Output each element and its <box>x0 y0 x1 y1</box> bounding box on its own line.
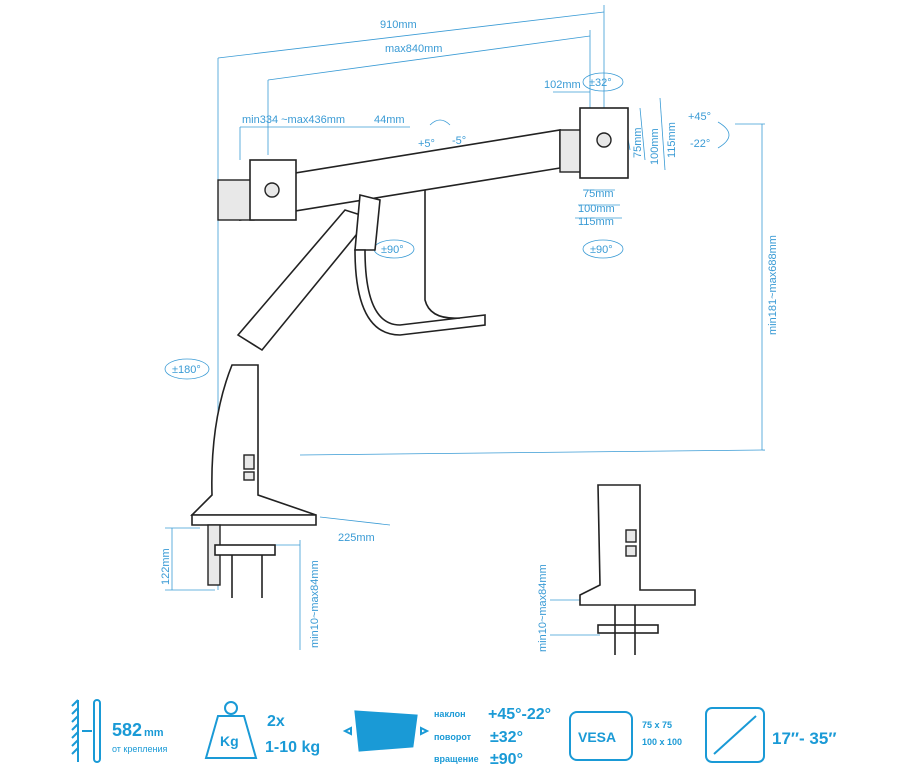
dim-rotate-right: ±90° <box>590 244 613 256</box>
monitor-arm <box>190 107 696 655</box>
distance-value: 582 <box>112 720 142 740</box>
rotate-value: ±90° <box>490 751 523 768</box>
dim-vesa-v-115: 115mm <box>666 122 678 158</box>
dim-plate-offset: 102mm <box>544 79 581 91</box>
dim-vesa-v-75: 75mm <box>632 127 644 158</box>
screen-size: 17″- 35″ <box>772 729 837 748</box>
tilt-label: наклон <box>434 709 466 719</box>
weight-icon-label: Kg <box>220 733 239 749</box>
dim-vesa-v-100: 100mm <box>649 128 661 165</box>
spec-adjust: наклон +45°-22° поворот ±32° вращение ±9… <box>342 706 551 768</box>
dim-base-depth: 225mm <box>338 532 375 544</box>
wall-distance-icon <box>71 699 101 763</box>
dim-tilt-down: -22° <box>690 138 710 150</box>
spec-weight: Kg 2x 1-10 kg <box>204 701 320 759</box>
distance-caption: от крепления <box>112 744 168 754</box>
dim-max-reach: max840mm <box>385 43 442 55</box>
dim-tilt-minus: -5° <box>452 135 466 147</box>
dim-clamp-height: 122mm <box>160 548 172 585</box>
weight-range: 1-10 kg <box>265 739 320 756</box>
vesa-size-1: 75 x 75 <box>642 720 672 730</box>
dim-swivel: ±32° <box>589 77 612 89</box>
dim-desk-thickness: min10~max84mm <box>309 560 321 648</box>
dim-gap: 44mm <box>374 114 405 126</box>
weight-count: 2x <box>267 713 285 730</box>
screen-diagonal-icon <box>705 707 765 763</box>
dim-vesa-h-115: 115mm <box>578 216 614 228</box>
tilt-value: +45°-22° <box>488 706 551 723</box>
rotation-markers <box>164 72 730 380</box>
dim-tilt-up: +45° <box>688 111 711 123</box>
dim-tilt-plus: +5° <box>418 138 435 150</box>
dim-rotate-left: ±90° <box>381 244 404 256</box>
spec-vesa: VESA 75 x 75 100 x 100 <box>569 711 682 761</box>
vesa-icon <box>569 711 633 761</box>
swivel-label: поворот <box>434 732 472 742</box>
dim-arm-range: min334 ~max436mm <box>242 114 345 126</box>
rotate-label: вращение <box>434 754 479 764</box>
dimension-lines <box>165 5 766 650</box>
dim-height-range: min181~max688mm <box>767 235 779 335</box>
dim-vesa-h-75: 75mm <box>583 188 614 200</box>
spec-distance: 582 mm от крепления <box>71 699 168 763</box>
monitor-tilt-icon <box>342 710 430 752</box>
swivel-value: ±32° <box>490 729 523 746</box>
dim-vesa-h-100: 100mm <box>578 203 615 215</box>
vesa-size-2: 100 x 100 <box>642 737 682 747</box>
vesa-label: VESA <box>578 729 616 745</box>
dim-desk-thickness-side: min10~max84mm <box>537 564 549 652</box>
dim-total-width: 910mm <box>380 19 417 31</box>
dim-base-rotate: ±180° <box>172 364 201 376</box>
weight-icon: Kg <box>204 701 258 759</box>
spec-screen-size: 17″- 35″ <box>705 707 837 763</box>
distance-unit: mm <box>144 727 164 739</box>
